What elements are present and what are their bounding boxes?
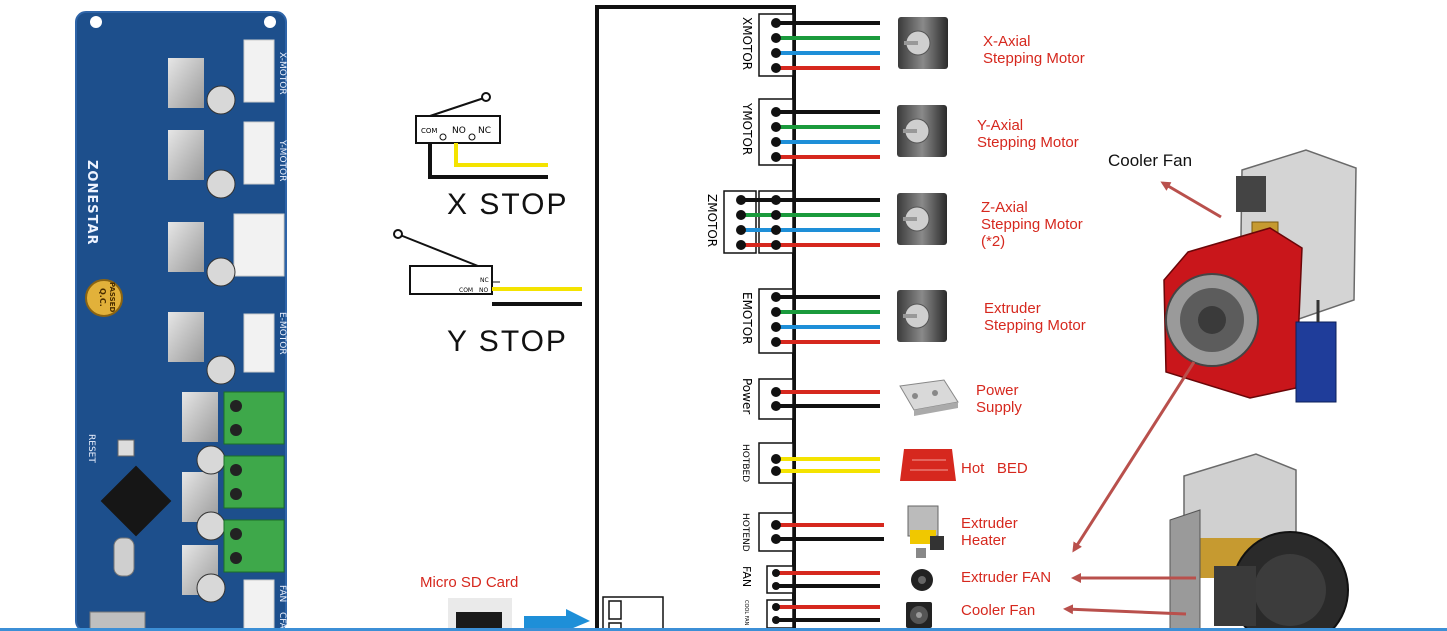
connector-hotend-label: HOTEND [740, 513, 750, 552]
y-stop-nc: NC [480, 277, 489, 284]
bottom-border [0, 628, 1447, 631]
x-stop-switch: COM NO NC X STOP [415, 92, 568, 221]
stepper-motor-icon [897, 105, 947, 157]
board-port-label: E-MOTOR [277, 312, 287, 355]
connector-cool-fan-label: COOL FAN [743, 600, 749, 626]
power-label-2: Supply [976, 399, 1022, 416]
stepper-motor-icon [898, 17, 948, 69]
power-supply-icon [899, 379, 959, 416]
hotbed-label: Hot BED [961, 460, 1028, 477]
z-motor-label-3: (*2) [981, 233, 1005, 250]
x-motor-label-2: Stepping Motor [983, 50, 1085, 67]
heater-icon [907, 505, 944, 558]
board-brand: ZONESTAR [84, 160, 99, 246]
extruder-fan-label: Extruder FAN [961, 569, 1051, 586]
connector-power: Power [740, 378, 880, 420]
connector-zmotor-label: ZMOTOR [705, 194, 719, 247]
connector-emotor: EMOTOR [740, 288, 880, 354]
x-stop-no: NO [452, 126, 466, 136]
connector-hotbed-label: HOTBED [740, 444, 750, 482]
connector-zmotor: ZMOTOR [705, 190, 880, 254]
z-motor-label-2: Stepping Motor [981, 216, 1083, 233]
extruder-assembly [1163, 149, 1357, 631]
heater-label-1: Extruder [961, 515, 1018, 532]
connector-ymotor-label: YMOTOR [740, 102, 754, 155]
e-motor-label-2: Stepping Motor [984, 317, 1086, 334]
connector-power-label: Power [740, 378, 754, 414]
board-port-label: CFA [277, 612, 287, 630]
board-outline [595, 5, 796, 631]
y-motor-label-2: Stepping Motor [977, 134, 1079, 151]
y-stop-switch: NC COM NO Y STOP [393, 229, 582, 358]
connector-ymotor: YMOTOR [740, 98, 880, 166]
stepper-motor-icon [897, 290, 947, 342]
arrow-cooler-fan [1160, 181, 1222, 219]
z-motor-label-1: Z-Axial [981, 199, 1028, 216]
y-stop-com: COM [459, 287, 473, 294]
reset-label: RESET [86, 434, 96, 463]
connector-hotend: HOTEND [740, 512, 884, 552]
connector-cool-fan: COOL FAN [743, 599, 880, 629]
stepper-motor-icon [897, 193, 947, 245]
cooler-fan-label: Cooler Fan [961, 602, 1035, 619]
fan-icon [906, 602, 932, 628]
x-stop-com: COM [421, 127, 437, 135]
fan-icon [911, 569, 933, 591]
extruder-cooler-fan-label: Cooler Fan [1108, 151, 1192, 170]
board-port-label: FAN [277, 585, 287, 602]
x-stop-nc: NC [478, 126, 491, 136]
x-motor-label-1: X-Axial [983, 33, 1031, 50]
x-stop-label: X STOP [447, 188, 568, 221]
micro-sd-card: Micro SD Card [420, 574, 590, 631]
connector-fan-label: FAN [740, 566, 753, 587]
board-port-label: X-MOTOR [277, 52, 287, 95]
connector-emotor-label: EMOTOR [740, 292, 754, 345]
y-stop-label: Y STOP [447, 325, 568, 358]
e-motor-label-1: Extruder [984, 300, 1041, 317]
heater-label-2: Heater [961, 532, 1006, 549]
qc-line2: PASSED [108, 282, 116, 312]
qc-line1: Q.C. [98, 288, 107, 307]
arrow-extruder-fan-up [1072, 361, 1196, 553]
sd-card-label: Micro SD Card [420, 574, 518, 591]
control-board: X-MOTOR Y-MOTOR E-MOTOR FAN CFA ZONESTAR… [75, 11, 287, 631]
hotbed-icon [900, 449, 956, 481]
connector-xmotor-label: XMOTOR [740, 17, 754, 70]
connector-hotbed: HOTBED [740, 442, 880, 484]
power-label-1: Power [976, 382, 1019, 399]
connector-fan: FAN [740, 565, 880, 594]
connector-xmotor: XMOTOR [740, 13, 880, 77]
y-stop-no: NO [479, 287, 488, 294]
y-motor-label-1: Y-Axial [977, 117, 1023, 134]
board-port-label: Y-MOTOR [277, 139, 287, 181]
arrow-cooler-fan-lower [1063, 604, 1187, 616]
